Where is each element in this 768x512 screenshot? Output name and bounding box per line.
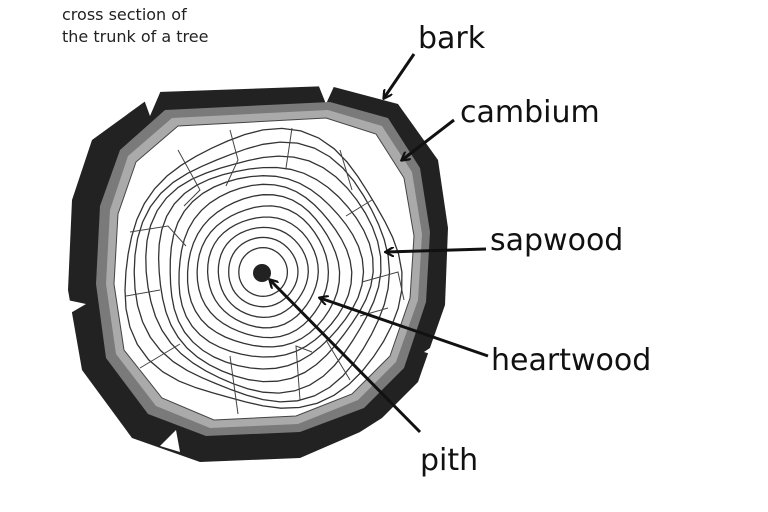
label-heartwood: heartwood [491,343,652,378]
arrow-heartwood [320,298,489,358]
label-pith: pith [420,443,479,478]
label-sapwood: sapwood [490,223,624,258]
growth-rings [124,127,403,409]
growth-ring-2 [228,236,299,308]
growth-ring-12 [124,127,403,409]
arrow-sapwood [386,249,487,252]
label-bark: bark [418,21,486,56]
growth-ring-10 [145,155,382,394]
arrow-cambium [402,118,455,160]
bark-cracks [58,82,450,452]
radial-cracks [125,127,405,415]
arrow-pith [270,280,422,434]
arrow-bark [384,53,416,98]
growth-ring-7 [178,183,353,358]
growth-ring-8 [169,175,365,370]
caption-line-2: the trunk of a tree [62,27,209,46]
growth-ring-5 [196,205,330,339]
caption-line-1: cross section of [62,5,187,24]
pith [253,264,271,282]
growth-ring-4 [206,216,319,329]
growth-ring-9 [157,166,374,383]
label-cambium: cambium [460,95,600,130]
growth-ring-11 [133,141,391,403]
growth-ring-3 [217,226,309,319]
label-arrows [270,53,489,434]
diagram-caption: cross section of the trunk of a tree [62,4,208,48]
growth-ring-6 [186,194,341,348]
growth-ring-1 [238,246,289,297]
